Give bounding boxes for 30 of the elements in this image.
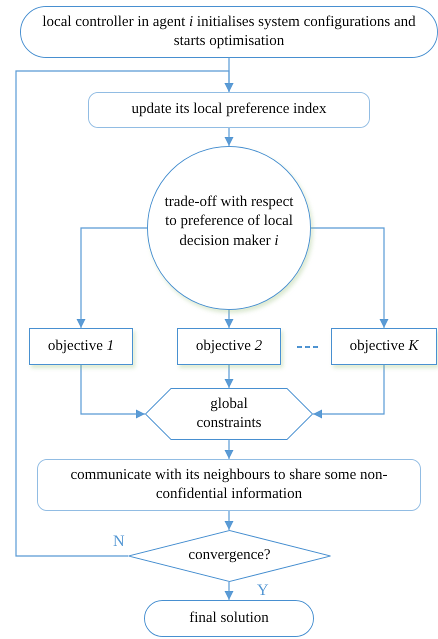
node-text: trade-off with respect to preference of local decision maker i — [164, 192, 294, 251]
arrow — [224, 582, 234, 600]
terminal-box — [144, 600, 314, 637]
arrow — [310, 227, 388, 328]
node-text: local controller in agent i initialises system configurations and starts optimisation — [41, 12, 417, 51]
node-text: objective 2 — [196, 336, 262, 356]
arrow — [15, 70, 234, 557]
process-box — [88, 92, 370, 128]
node-text: objective K — [350, 336, 418, 356]
arrow — [224, 365, 234, 388]
arrow — [224, 310, 234, 328]
preparation-hexagon — [145, 388, 313, 440]
process-box — [37, 459, 421, 511]
arrow — [224, 511, 234, 530]
objective-box — [177, 328, 281, 365]
arrow — [313, 365, 385, 418]
decision-diamond — [128, 530, 331, 582]
node-text: update its local preference index — [132, 100, 326, 120]
node-text: global constraints — [196, 394, 262, 433]
arrow — [76, 227, 148, 328]
arrow — [224, 128, 234, 146]
node-text: convergence? — [188, 546, 271, 566]
objective-box — [29, 328, 133, 365]
arrow — [224, 440, 234, 459]
objective-box — [331, 328, 437, 365]
node-text: final solution — [189, 608, 269, 628]
node-text: objective 1 — [48, 336, 114, 356]
arrow — [80, 365, 145, 418]
terminal-box — [20, 6, 438, 58]
node-text: communicate with its neighbours to share some non-confidential information — [69, 466, 389, 504]
